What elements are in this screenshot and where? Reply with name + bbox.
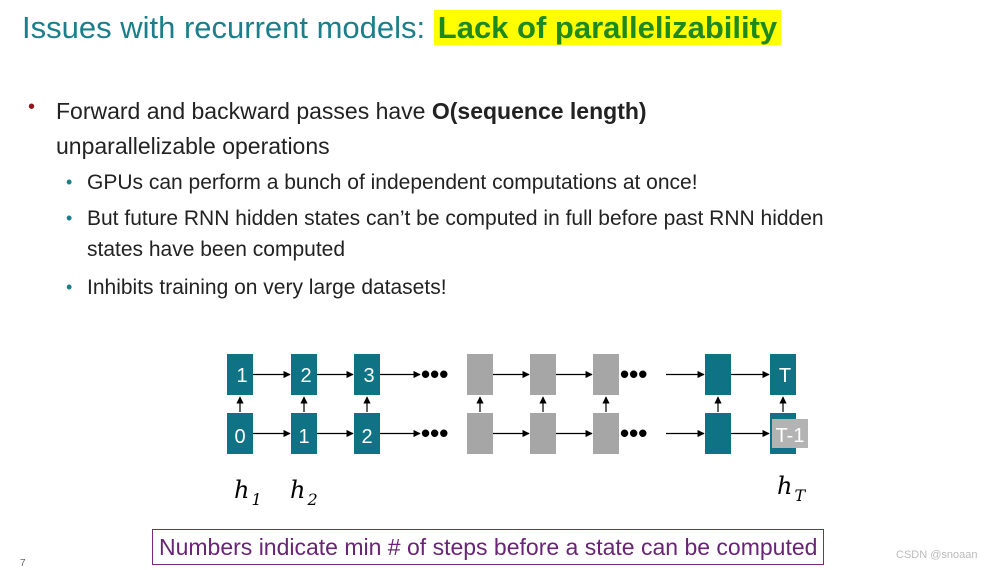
main-bullet-text-after: unparallelizable operations: [56, 133, 330, 159]
top-state-box: [467, 354, 493, 395]
top-state-label: 1: [236, 365, 247, 387]
top-state-label: T: [779, 365, 791, 387]
main-bullet-bold: O(sequence length): [431, 98, 647, 124]
bottom-state-label: 1: [298, 426, 309, 448]
sub-bullet-marker: •: [66, 208, 73, 228]
sub-bullet-marker: •: [66, 172, 73, 192]
top-state-box: [227, 354, 253, 395]
title-highlight: Lack of parallelizability: [433, 10, 782, 45]
sub-bullet-text: GPUs can perform a bunch of independent …: [87, 171, 698, 194]
top-state-box: [593, 354, 619, 395]
main-bullet-text: Forward and backward passes have O(seque…: [56, 94, 756, 164]
top-state-box: [705, 354, 731, 395]
top-state-label: 2: [300, 365, 311, 387]
main-bullet-text-before: Forward and backward passes have: [56, 98, 432, 124]
top-state-box: [354, 354, 380, 395]
ellipsis-top-2: •••: [620, 359, 647, 389]
bottom-state-box: [705, 413, 731, 454]
bottom-state-label: 2: [361, 426, 372, 448]
top-state-box: [530, 354, 556, 395]
bottom-state-label: 0: [234, 426, 245, 448]
top-state-box: [291, 354, 317, 395]
diagram-caption: Numbers indicate min # of steps before a…: [152, 529, 825, 565]
bullet-marker: •: [28, 96, 36, 118]
slide-number: 7: [20, 558, 26, 569]
ellipsis-bottom-2: •••: [620, 418, 647, 448]
bottom-state-box: [530, 413, 556, 454]
ellipsis-top-1: •••: [421, 359, 448, 389]
watermark: CSDN @snoaan: [896, 549, 978, 561]
sub-bullet-text: Inhibits training on very large datasets…: [87, 276, 447, 299]
bottom-state-box: [291, 413, 317, 454]
bottom-state-box: [467, 413, 493, 454]
title-prefix: Issues with recurrent models:: [22, 10, 434, 45]
bottom-state-box: [354, 413, 380, 454]
bottom-state-label: T-1: [776, 425, 805, 447]
sub-bullet-text: But future RNN hidden states can’t be co…: [87, 207, 824, 261]
bottom-state-box: [593, 413, 619, 454]
bottom-state-box: [227, 413, 253, 454]
top-state-box: [770, 354, 796, 395]
top-state-label: 3: [363, 365, 374, 387]
ellipsis-bottom-1: •••: [421, 418, 448, 448]
slide-title: Issues with recurrent models: Lack of pa…: [22, 6, 782, 50]
bottom-state-label-bg: [772, 419, 808, 448]
sub-bullet-marker: •: [66, 277, 73, 297]
